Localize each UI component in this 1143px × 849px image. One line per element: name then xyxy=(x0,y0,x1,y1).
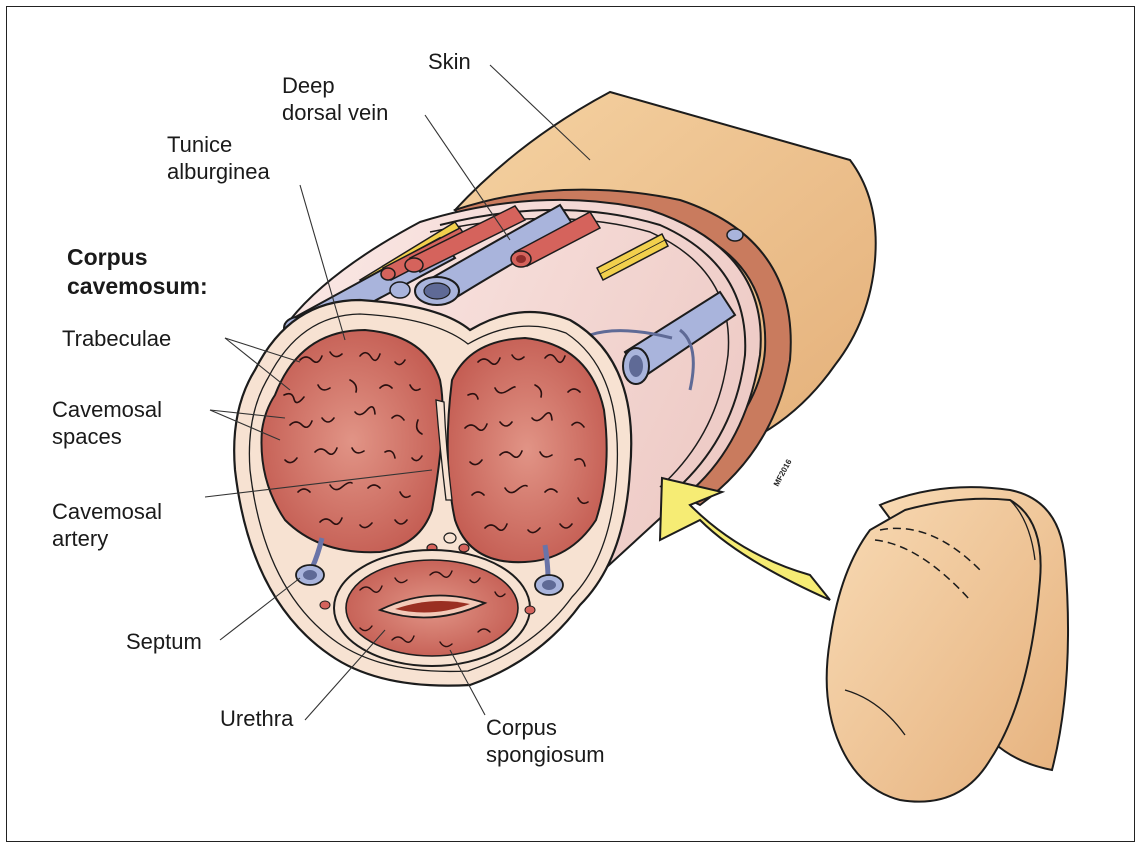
label-trabeculae: Trabeculae xyxy=(62,325,171,352)
label-cavernosal-spaces: Cavemosal spaces xyxy=(52,396,162,450)
label-corpus-spongiosum-line1: Corpus xyxy=(486,714,605,741)
side-view-illustration xyxy=(827,487,1068,802)
label-deep-dorsal-vein-line2: dorsal vein xyxy=(282,99,388,126)
label-tunica: Tunice alburginea xyxy=(167,131,270,185)
label-deep-dorsal-vein: Deep dorsal vein xyxy=(282,72,388,126)
label-septum: Septum xyxy=(126,628,202,655)
direction-arrow xyxy=(660,478,830,600)
label-corpus-spongiosum: Corpus spongiosum xyxy=(486,714,605,768)
label-tunica-line1: Tunice xyxy=(167,131,270,158)
label-corpus-header-line2: cavemosum: xyxy=(67,272,208,301)
label-corpus-header: Corpus cavemosum: xyxy=(67,243,208,301)
cross-section xyxy=(234,300,631,686)
label-urethra: Urethra xyxy=(220,705,293,732)
label-deep-dorsal-vein-line1: Deep xyxy=(282,72,388,99)
label-corpus-header-line1: Corpus xyxy=(67,243,208,272)
label-skin: Skin xyxy=(428,48,471,75)
label-cavernosal-artery-line2: artery xyxy=(52,525,162,552)
label-cavernosal-artery: Cavemosal artery xyxy=(52,498,162,552)
label-cavernosal-spaces-line1: Cavemosal xyxy=(52,396,162,423)
label-tunica-line2: alburginea xyxy=(167,158,270,185)
label-corpus-spongiosum-line2: spongiosum xyxy=(486,741,605,768)
artist-signature: MF2016 xyxy=(772,457,794,488)
corpus-cavernosum-right xyxy=(448,338,607,562)
label-cavernosal-artery-line1: Cavemosal xyxy=(52,498,162,525)
label-cavernosal-spaces-line2: spaces xyxy=(52,423,162,450)
